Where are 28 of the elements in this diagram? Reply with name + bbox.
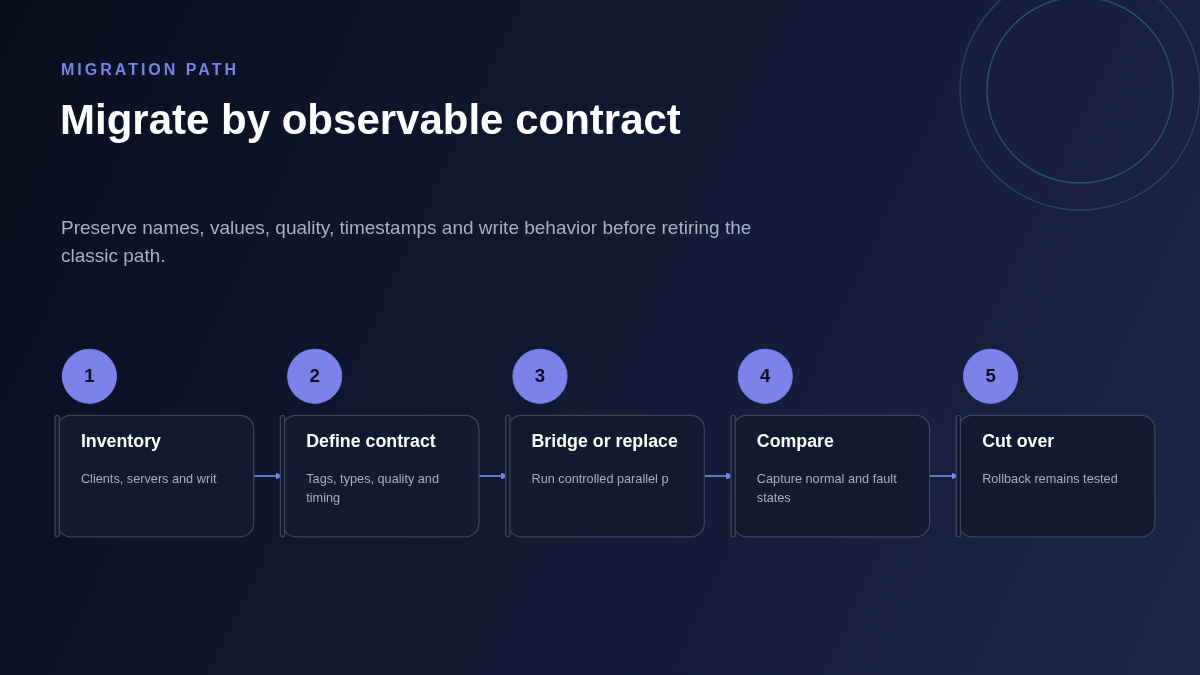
step-number-circle [512, 348, 568, 404]
step-card [955, 414, 1156, 538]
step-number: 5 [984, 364, 997, 389]
step-number: 4 [759, 364, 772, 389]
eyebrow-label: MIGRATION PATH [61, 61, 239, 79]
step-card [279, 414, 480, 538]
step-title: Bridge or replace [531, 430, 678, 450]
step-number-circle [963, 348, 1019, 404]
step-number: 1 [83, 364, 96, 389]
step-number: 2 [308, 364, 321, 389]
step-description: Capture normal and fault states [756, 469, 898, 507]
step-number: 3 [533, 364, 547, 389]
step-title: Cut over [982, 430, 1055, 450]
step-title: Inventory [80, 430, 161, 450]
step-number-circle [61, 348, 117, 404]
step-number-circle [737, 348, 793, 404]
step-description: Clients, servers and writ [80, 469, 218, 488]
description: Preserve names, values, quality, timestamps and write behavior before retiring the classic path. [61, 216, 753, 268]
step-description: Rollback remains tested [982, 469, 1119, 488]
step-card [730, 414, 931, 538]
step-title: Define contract [306, 430, 436, 450]
step-title: Compare [756, 430, 834, 450]
step-number-circle [287, 348, 343, 404]
step-card [505, 414, 705, 538]
step-description: Tags, types, quality and timing [306, 469, 440, 507]
page-title: Migrate by observable contract [60, 96, 681, 144]
step-description: Run controlled parallel p [531, 469, 670, 488]
step-card [54, 414, 255, 538]
